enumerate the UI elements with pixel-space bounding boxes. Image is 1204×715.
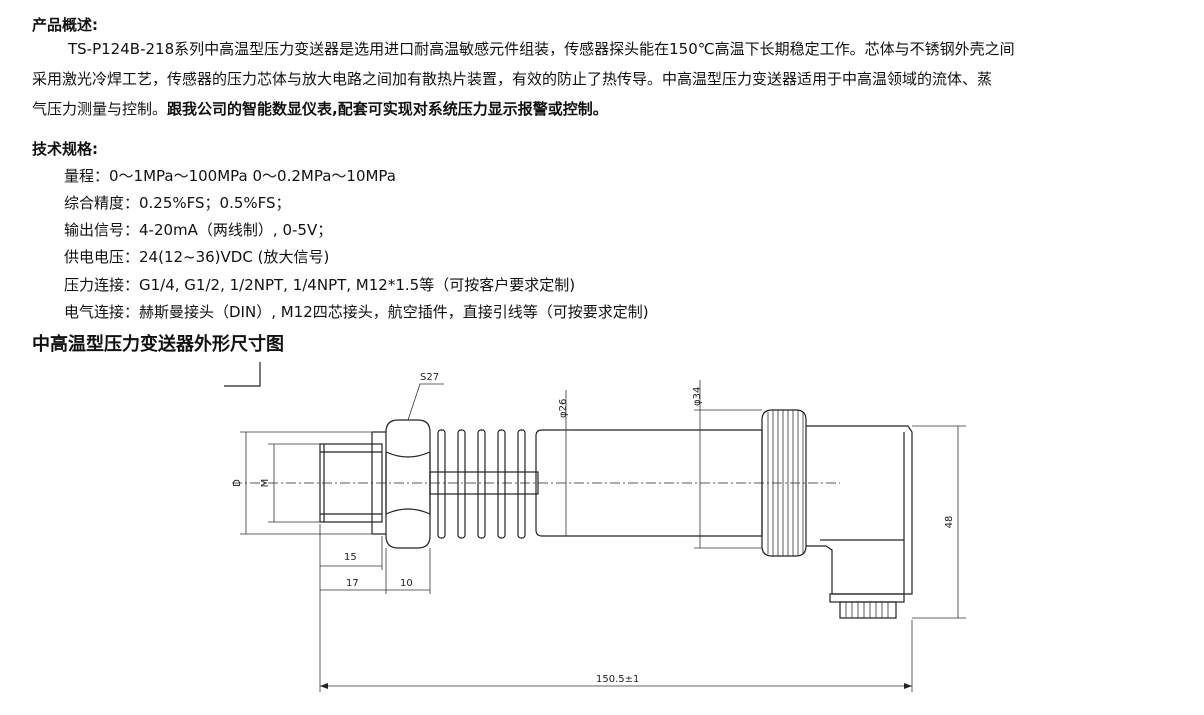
title-leader-line — [224, 362, 261, 387]
dim-phi34: φ34 — [692, 380, 762, 549]
dim-15-label: 15 — [344, 552, 357, 563]
dim-phi26: φ26 — [558, 390, 572, 536]
overview-line-3: 气压力测量与控制。跟我公司的智能数显仪表,配套可实现对系统压力显示报警或控制。 — [32, 94, 608, 124]
dim-D: D — [232, 431, 372, 535]
heat-sink-fins — [429, 429, 539, 539]
spec-item-electrical-connection: 电气连接：赫斯曼接头（DIN）, M12四芯接头，航空插件，直接引线等（可按要求… — [64, 303, 649, 321]
dim-48: 48 — [912, 425, 966, 619]
dim-phi34-label: φ34 — [692, 387, 703, 406]
overview-line-3-normal: 气压力测量与控制。 — [32, 100, 168, 118]
overview-line-3-bold: 跟我公司的智能数显仪表,配套可实现对系统压力显示报警或控制。 — [167, 100, 608, 118]
sensor-body — [535, 429, 763, 537]
dim-48-label: 48 — [944, 516, 955, 529]
dim-10: 10 — [386, 548, 431, 594]
cable-gland — [829, 593, 905, 619]
dim-15: 15 — [319, 524, 383, 600]
hex-nut — [385, 419, 431, 549]
dim-M: M — [260, 443, 320, 523]
spec-item-output: 输出信号：4-20mA（两线制）, 0-5V； — [64, 221, 333, 239]
dim-S27: S27 — [407, 372, 444, 421]
overview-line-1: TS-P124B-218系列中高温型压力变送器是选用进口耐高温敏感元件组装，传感… — [68, 40, 1015, 58]
din-connector — [806, 425, 913, 595]
spec-item-range: 量程：0～1MPa～100MPa 0～0.2MPa～10MPa — [64, 167, 396, 185]
spec-item-power: 供电电压：24(12~36)VDC (放大信号) — [64, 248, 330, 266]
spec-item-pressure-connection: 压力连接：G1/4, G1/2, 1/2NPT, 1/4NPT, M12*1.5… — [64, 276, 576, 294]
drawing-title: 中高温型压力变送器外形尺寸图 — [32, 334, 284, 355]
spec-item-accuracy: 综合精度：0.25%FS；0.5%FS； — [64, 194, 291, 212]
dim-total-label: 150.5±1 — [596, 674, 639, 685]
dim-phi26-label: φ26 — [558, 399, 569, 418]
dim-10-label: 10 — [400, 578, 413, 589]
dim-S27-label: S27 — [420, 372, 439, 383]
threaded-connector — [319, 431, 386, 535]
specs-heading: 技术规格: — [32, 140, 98, 158]
dim-total-length: 150.5±1 — [319, 600, 913, 692]
overview-heading: 产品概述: — [32, 16, 98, 34]
knurled-nut — [761, 409, 807, 557]
dim-17: 17 — [320, 548, 387, 594]
dim-D-label: D — [232, 479, 243, 487]
dim-17-label: 17 — [346, 578, 359, 589]
dim-M-label: M — [260, 479, 271, 488]
overview-line-2: 采用激光冷焊工艺，传感器的压力芯体与放大电路之间加有散热片装置，有效的防止了热传… — [32, 70, 993, 88]
